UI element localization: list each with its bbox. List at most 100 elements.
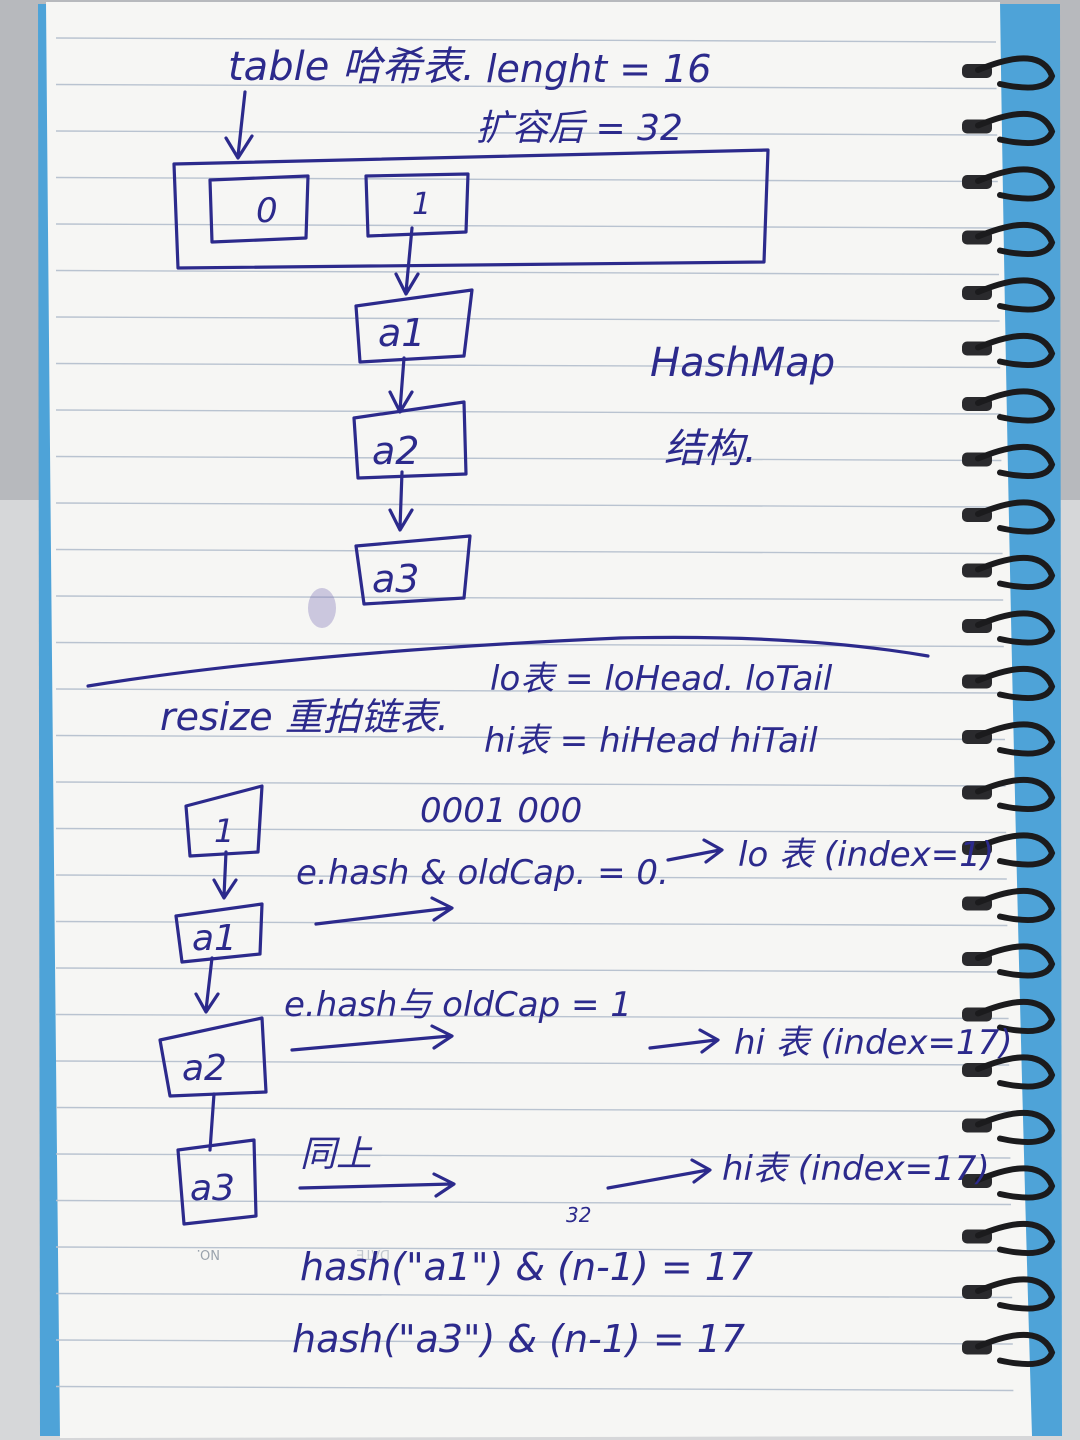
spiral-ring	[975, 998, 1056, 1035]
ruled-line	[55, 455, 1002, 462]
ruled-line	[55, 827, 1007, 834]
spiral-ring	[975, 110, 1056, 147]
spiral-ring	[975, 221, 1056, 258]
ruled-line	[55, 920, 1008, 927]
binary-value: 0001 000	[420, 791, 582, 831]
formula-1-text: hash("a1") & (n-1) = 17	[300, 1245, 753, 1289]
hashmap-caption: HashMap	[650, 340, 835, 386]
spiral-ring	[975, 610, 1056, 646]
ruled-line	[55, 548, 1003, 555]
ruled-line	[55, 269, 1000, 276]
spiral-ring	[975, 1220, 1056, 1257]
ruled-line	[55, 1013, 1009, 1020]
resized-length-label: 扩容后 = 32	[476, 108, 683, 149]
spiral-ring	[975, 499, 1056, 535]
spiral-ring	[975, 1054, 1056, 1090]
ruled-line	[55, 1060, 1010, 1066]
node-a2-box	[352, 400, 468, 480]
spiral-ring	[975, 721, 1056, 757]
ruled-line	[55, 1106, 1010, 1113]
spiral-ring	[975, 776, 1056, 813]
rule-2-arrow	[290, 1024, 454, 1052]
ruled-line	[55, 409, 1001, 415]
chain-arrow-1	[394, 226, 420, 296]
rule-3-arrow	[298, 1172, 456, 1198]
ruled-line	[55, 176, 998, 183]
bucket-0-label: 0	[256, 191, 278, 231]
result-2-text: hi 表 (index=17)	[734, 1023, 1013, 1063]
resize-node-a2-label: a2	[182, 1048, 227, 1089]
spiral-ring	[975, 332, 1056, 369]
spiral-ring	[975, 887, 1056, 924]
ruled-line	[55, 874, 1007, 880]
formula-2-text: hash("a3") & (n-1) = 17	[292, 1317, 745, 1361]
spiral-ring	[975, 1331, 1056, 1368]
table-label: table 哈希表.	[228, 44, 475, 90]
ruled-line	[55, 362, 1001, 369]
resize-bucket-label: 1	[214, 812, 234, 850]
bucket-0-box	[208, 174, 310, 244]
ruled-line	[55, 1292, 1013, 1299]
resize-node-a1-box	[174, 902, 264, 964]
printed-no-mark: NO.	[196, 1246, 220, 1261]
ruled-line	[55, 781, 1006, 787]
ruled-line	[55, 1153, 1011, 1159]
notebook-page	[46, 2, 1032, 1438]
table-box	[172, 148, 770, 270]
rule-2-text: e.hash与 oldCap = 1	[284, 985, 632, 1025]
lo-list-definition: lo表 = loHead. loTail	[490, 659, 833, 699]
ruled-line	[55, 1199, 1012, 1206]
spiral-ring	[975, 55, 1056, 91]
ruled-line	[55, 1385, 1014, 1392]
result-3-text: hi表 (index=17)	[722, 1149, 990, 1189]
spiral-ring	[975, 665, 1056, 702]
spiral-ring	[975, 277, 1056, 313]
resize-node-a1-label: a1	[192, 918, 237, 959]
rule-1-arrow	[314, 896, 454, 926]
spiral-ring	[975, 443, 1056, 480]
resize-title: resize 重拍链表.	[160, 695, 449, 739]
spiral-ring	[975, 1165, 1056, 1201]
resize-arrow-2	[194, 956, 220, 1014]
bucket-1-label: 1	[412, 187, 431, 222]
rule-1-text: e.hash & oldCap. = 0.	[296, 853, 669, 893]
resize-arrow-1	[212, 850, 238, 900]
table-pointer-arrow	[224, 90, 254, 160]
result-3-arrow	[606, 1158, 712, 1190]
ruled-line	[55, 967, 1009, 973]
ruled-line	[55, 316, 1000, 322]
ink-smudge	[308, 588, 336, 628]
formula-superscript: 32	[566, 1203, 591, 1227]
ruled-lines	[55, 37, 1014, 1392]
spiral-ring	[975, 1109, 1056, 1146]
resize-node-a2-box	[158, 1016, 268, 1098]
node-a3-box	[354, 534, 472, 606]
resize-bucket-box	[184, 784, 264, 858]
ruled-line	[55, 734, 1006, 741]
hi-list-definition: hi表 = hiHead hiTail	[484, 721, 818, 761]
hashmap-diagram: table 哈希表. lenght = 16 扩容后 = 32 0 1 a1 a…	[172, 44, 835, 606]
node-a1-box	[354, 288, 474, 364]
printed-date-mark: DATE	[356, 1246, 390, 1261]
resize-node-a3-label: a3	[190, 1168, 235, 1209]
ruled-line	[55, 688, 1005, 694]
ruled-line	[55, 595, 1004, 601]
spiral-ring	[975, 388, 1056, 424]
node-a3-label: a3	[372, 557, 419, 601]
node-a2-label: a2	[372, 429, 419, 473]
ruled-line	[55, 130, 998, 136]
rule-3-text: 同上	[300, 1134, 373, 1175]
ruled-line	[55, 37, 997, 43]
ruled-line	[55, 502, 1003, 508]
section-divider	[86, 635, 930, 688]
ruled-line	[55, 83, 997, 90]
bucket-1-box	[364, 172, 470, 238]
spiral-ring	[975, 1276, 1056, 1312]
result-2-arrow	[648, 1028, 720, 1054]
length-label: lenght = 16	[486, 47, 711, 91]
node-a1-label: a1	[378, 311, 425, 355]
ruled-line	[55, 1246, 1012, 1252]
result-1-text: lo 表 (index=1)	[738, 835, 994, 875]
spiral-ring	[975, 943, 1056, 979]
ruled-line	[55, 223, 999, 229]
